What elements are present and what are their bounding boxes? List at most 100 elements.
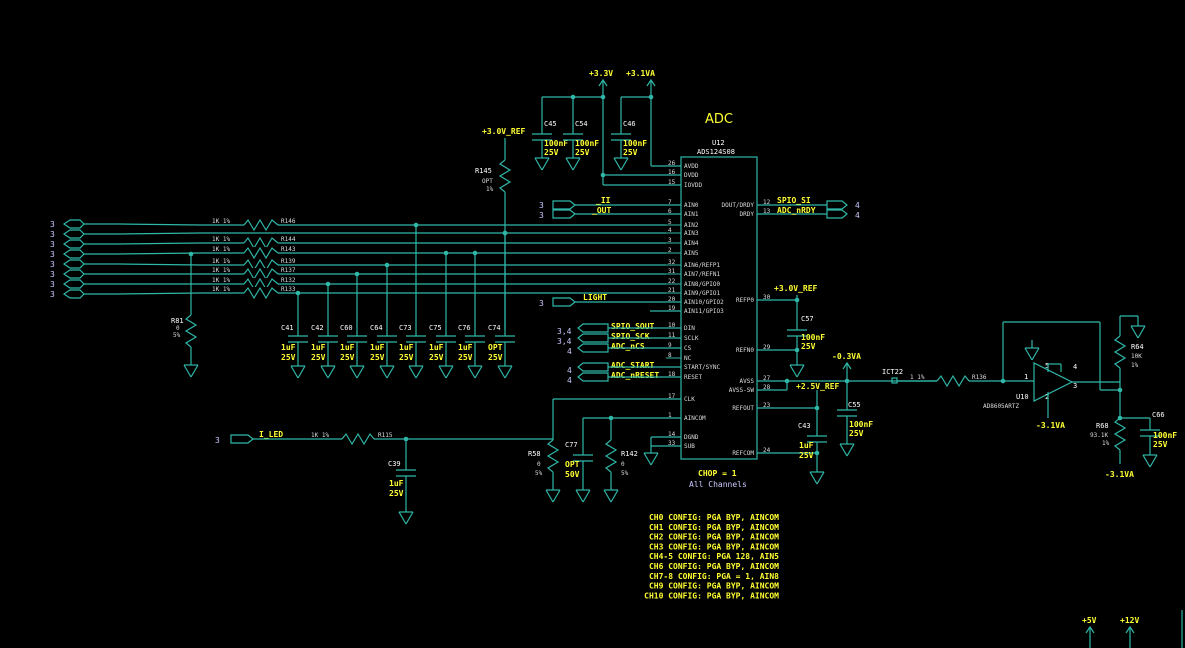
cap-value: 100nF	[623, 139, 647, 148]
svg-text:C55: C55	[848, 401, 861, 409]
cap-voltage: 25V	[370, 353, 385, 362]
svg-text:OPT: OPT	[482, 178, 493, 185]
resistor-value: 1K 1%	[212, 277, 230, 284]
ic-pin-name: AIN8/GPIO0	[684, 281, 721, 288]
input-resistor	[243, 267, 279, 281]
config-line: CH1 CONFIG: PGA BYP, AINCOM	[649, 523, 779, 532]
ic-pin-name: AVSS-SW	[729, 387, 755, 394]
cap-ref: C41	[281, 324, 294, 332]
svg-text:50V: 50V	[565, 470, 580, 479]
input-resistor	[243, 236, 279, 250]
svg-text:R58: R58	[528, 450, 541, 458]
svg-text:ADC_nCS: ADC_nCS	[611, 342, 645, 351]
ic-right-pins: 12DOUT/DRDY13DRDY30REFP029REFN027AVSS28A…	[721, 199, 772, 457]
resistor-ref: R146	[281, 218, 296, 225]
cap-voltage: 25V	[623, 148, 638, 157]
resistor-ref: R132	[281, 277, 296, 284]
svg-text:25V: 25V	[799, 451, 814, 460]
ic-pin-name: AIN4	[684, 240, 699, 247]
svg-text:_II: _II	[596, 196, 611, 205]
svg-text:+12V: +12V	[1120, 616, 1139, 625]
svg-text:25V: 25V	[1153, 440, 1168, 449]
config-line: CH6 CONFIG: PGA BYP, AINCOM	[649, 562, 779, 571]
cap-value: 1uF	[429, 343, 444, 352]
net-spi-control: 3,4 3,4 4 4 4 SPIO_SOUT SPIO_SCK ADC_nCS…	[557, 322, 681, 385]
adc-chip-u12[interactable]: U12 ADS124S08	[680, 139, 758, 460]
sheet-ref: 3	[50, 240, 55, 249]
input-port	[62, 219, 85, 229]
svg-text:+2.5V_REF: +2.5V_REF	[796, 382, 840, 391]
cap-ref: C54	[575, 120, 588, 128]
ic-pin-num: 2	[668, 247, 672, 254]
svg-text:SPIO_SI: SPIO_SI	[777, 196, 811, 205]
config-line: CH10 CONFIG: PGA BYP, AINCOM	[644, 591, 779, 600]
svg-text:R145: R145	[475, 167, 492, 175]
input-port	[62, 249, 85, 259]
input-resistor	[243, 286, 279, 300]
svg-text:ADC_nRESET: ADC_nRESET	[611, 371, 659, 380]
svg-text:SPIO_SCK: SPIO_SCK	[611, 332, 650, 341]
ic-pin-name: RESET	[684, 374, 702, 381]
ic-pin-name: REFN0	[736, 347, 754, 354]
ic-pin-num: 16	[668, 169, 676, 176]
svg-text:R81: R81	[171, 317, 184, 325]
ic-pin-name: SCLK	[684, 335, 699, 342]
config-line: CH3 CONFIG: PGA BYP, AINCOM	[649, 542, 779, 551]
resistor-ref: R137	[281, 267, 296, 274]
opamp-u10[interactable]: 1 5 2 4 3 U10 AD8605ARTZ -3.1VA	[983, 321, 1120, 430]
ic-pin-name: AIN3	[684, 230, 699, 237]
svg-text:ADC_START: ADC_START	[611, 361, 655, 370]
svg-text:C57: C57	[801, 315, 814, 323]
resistor-r68[interactable]: R68 93.1K 1% -3.1VA C66 100nF 25V	[1090, 411, 1177, 479]
config-line: CH7-8 CONFIG: PGA = 1, AIN8	[649, 572, 779, 581]
cap-value: 1uF	[370, 343, 385, 352]
input-resistor	[243, 246, 279, 260]
cap-voltage: 25V	[458, 353, 473, 362]
svg-text:5%: 5%	[621, 470, 629, 477]
resistor-r145[interactable]: +3.0V_REF R145 OPT 1%	[475, 127, 526, 330]
ic-pin-num: 23	[763, 402, 771, 409]
svg-text:+3.0V_REF: +3.0V_REF	[482, 127, 526, 136]
svg-text:93.1K: 93.1K	[1090, 432, 1108, 439]
svg-text:-0.3VA: -0.3VA	[832, 352, 861, 361]
svg-text:C43: C43	[798, 422, 811, 430]
ic-pin-num: 11	[668, 332, 676, 339]
resistor-ref: R139	[281, 258, 296, 265]
svg-text:SPIO_SOUT: SPIO_SOUT	[611, 322, 655, 331]
svg-text:25V: 25V	[849, 429, 864, 438]
svg-text:0: 0	[621, 461, 625, 468]
supply-3v3: +3.3V	[542, 69, 681, 186]
net-ii-out-light: 3 3 _II _OUT 3 LIGHT	[539, 196, 681, 312]
resistor-r136[interactable]: 1 1% R136	[897, 374, 1034, 388]
cap-value: 1uF	[281, 343, 296, 352]
chop-note: CHOP = 1	[698, 469, 737, 478]
resistor-r64[interactable]: R64 10K 1%	[1113, 315, 1146, 418]
input-resistor	[243, 218, 279, 232]
svg-text:5: 5	[1045, 362, 1049, 370]
svg-text:3: 3	[539, 201, 544, 210]
input-port	[62, 289, 85, 299]
cap-ref: C74	[488, 324, 501, 332]
sheet-ref: 3	[50, 250, 55, 259]
svg-text:1%: 1%	[486, 186, 494, 193]
svg-text:2: 2	[1045, 393, 1049, 401]
svg-text:1%: 1%	[1131, 362, 1139, 369]
svg-text:+3.3V: +3.3V	[589, 69, 613, 78]
net-i-led: 3 I_LED 1K 1% R115 C39 1uF 25V	[215, 430, 553, 525]
svg-text:3,4: 3,4	[557, 327, 572, 336]
ic-pin-name: CLK	[684, 396, 695, 403]
ic-pin-name: AIN9/GPIO1	[684, 290, 721, 297]
ic-pin-name: SUB	[684, 443, 695, 450]
svg-text:3: 3	[215, 436, 220, 445]
svg-text:_OUT: _OUT	[592, 206, 611, 215]
resistor-r81[interactable]: R81 0 5%	[171, 254, 199, 378]
filter-caps-row: C411uF25VC421uF25VC601uF25VC641uF25VC731…	[188, 222, 515, 379]
cap-voltage: 25V	[575, 148, 590, 157]
ic-pin-name: AIN7/REFN1	[684, 271, 721, 278]
ic-pin-name: AVDD	[684, 163, 699, 170]
ic-pin-num: 24	[763, 447, 771, 454]
supply-rails-bottom: +5V +12V	[1082, 610, 1183, 648]
ic-pin-num: 27	[763, 375, 771, 382]
